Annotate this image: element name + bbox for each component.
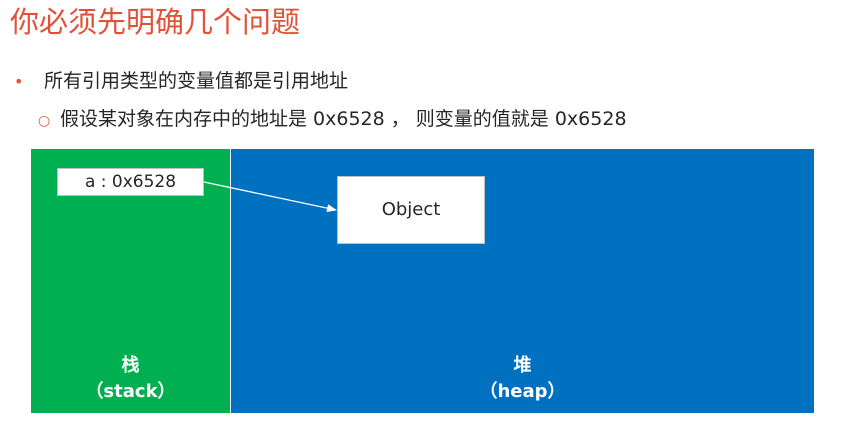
bullet-dot-icon: • <box>14 72 24 91</box>
bullet-ring-icon: ○ <box>38 113 51 129</box>
heap-sub: （heap） <box>479 381 566 402</box>
variable-box: a : 0x6528 <box>57 168 204 196</box>
heap-name: 堆 <box>513 355 532 376</box>
object-box: Object <box>337 176 485 244</box>
stack-name: 栈 <box>121 355 140 376</box>
slide-title: 你必须先明确几个问题 <box>10 5 301 39</box>
stack-label: 栈 （stack） <box>31 353 230 405</box>
bullet-level2-text: 假设某对象在内存中的地址是 0x6528 ， 则变量的值就是 0x6528 <box>60 108 627 130</box>
stack-sub: （stack） <box>85 381 176 402</box>
heap-label: 堆 （heap） <box>231 353 814 405</box>
bullet-level1-text: 所有引用类型的变量值都是引用地址 <box>44 70 349 92</box>
bullet-level1: • 所有引用类型的变量值都是引用地址 <box>14 68 348 95</box>
bullet-level2: ○ 假设某对象在内存中的地址是 0x6528 ， 则变量的值就是 0x6528 <box>38 106 627 134</box>
